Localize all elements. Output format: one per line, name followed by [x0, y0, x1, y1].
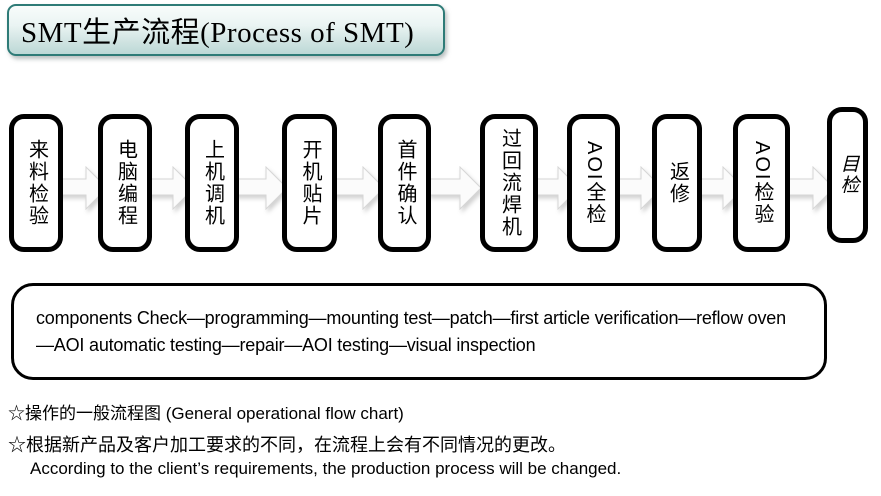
flow-step-incoming-inspection: 来料检验 — [9, 114, 63, 252]
flow-step-label: AOI全检 — [583, 140, 605, 226]
flow-step-label: 开机贴片 — [299, 139, 321, 227]
note-general-flow-chart: ☆操作的一般流程图 (General operational flow char… — [8, 404, 404, 423]
process-summary-text: components Check—programming—mounting te… — [36, 308, 786, 355]
note-process-change-en: According to the client’s requirements, … — [30, 459, 622, 478]
flow-step-label: 首件确认 — [394, 139, 416, 227]
flow-arrow-icon — [428, 166, 482, 210]
flow-step-label: 目检 — [837, 154, 859, 196]
flow-step-label: 电脑编程 — [114, 139, 137, 227]
flow-step-aoi-testing: AOI检验 — [733, 114, 790, 252]
flow-step-reflow-oven: 过回流焊机 — [480, 114, 538, 252]
flow-step-machine-setup: 上机调机 — [185, 114, 239, 252]
flow-step-label: AOI检验 — [751, 140, 773, 226]
title-banner: SMT生产流程(Process of SMT) — [7, 4, 445, 56]
process-summary-box: components Check—programming—mounting te… — [11, 283, 827, 380]
flow-arrow-icon — [331, 166, 385, 210]
flow-step-repair: 返修 — [652, 114, 702, 252]
flow-step-aoi-full-check: AOI全检 — [567, 114, 620, 252]
flow-step-label: 来料检验 — [25, 139, 48, 227]
process-flow: 来料检验 电脑编程 上机调机 开机贴片 首件确认 过回流焊机 AOI全检 返修 … — [9, 107, 868, 252]
flow-step-programming: 电脑编程 — [98, 114, 152, 252]
flow-step-first-article: 首件确认 — [378, 114, 431, 252]
flow-step-label: 返修 — [666, 161, 689, 205]
flow-step-mounting: 开机贴片 — [282, 114, 337, 252]
flow-step-label: 上机调机 — [201, 139, 224, 227]
note-process-change-cn: ☆根据新产品及客户加工要求的不同，在流程上会有不同情况的更改。 — [8, 435, 566, 455]
flow-arrow-icon — [234, 166, 288, 210]
flow-step-visual-inspection: 目检 — [827, 107, 868, 243]
flow-step-label: 过回流焊机 — [498, 128, 521, 238]
page-title: SMT生产流程(Process of SMT) — [21, 17, 415, 49]
